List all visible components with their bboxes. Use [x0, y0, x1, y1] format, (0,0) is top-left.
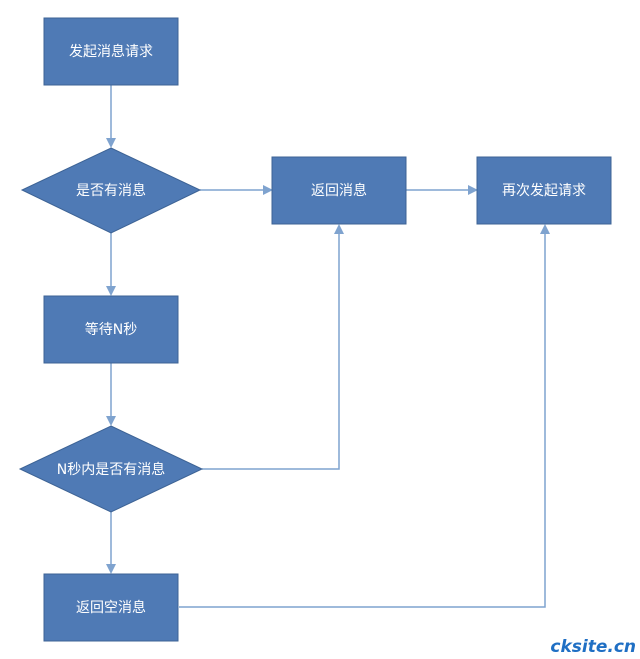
node-has-msg-within: N秒内是否有消息 — [18, 425, 204, 513]
node-return-empty-label: 返回空消息 — [76, 599, 146, 616]
edge-has-msg-within-to-return-msg — [202, 224, 344, 470]
node-return-empty: 返回空消息 — [43, 573, 179, 642]
node-start-label: 发起消息请求 — [69, 43, 153, 60]
node-has-msg-within-label: N秒内是否有消息 — [57, 461, 165, 478]
node-has-msg: 是否有消息 — [20, 147, 202, 234]
node-wait-label: 等待N秒 — [85, 321, 137, 338]
node-wait: 等待N秒 — [43, 295, 179, 364]
edge-return-empty-to-request-again — [179, 224, 550, 608]
node-request-again: 再次发起请求 — [476, 156, 612, 225]
node-start: 发起消息请求 — [43, 17, 179, 86]
node-request-again-label: 再次发起请求 — [502, 183, 586, 199]
watermark: cksite.cn — [550, 637, 636, 657]
node-has-msg-label: 是否有消息 — [76, 182, 146, 199]
node-return-msg-label: 返回消息 — [311, 182, 367, 199]
node-return-msg: 返回消息 — [271, 156, 407, 225]
edges — [106, 85, 550, 608]
